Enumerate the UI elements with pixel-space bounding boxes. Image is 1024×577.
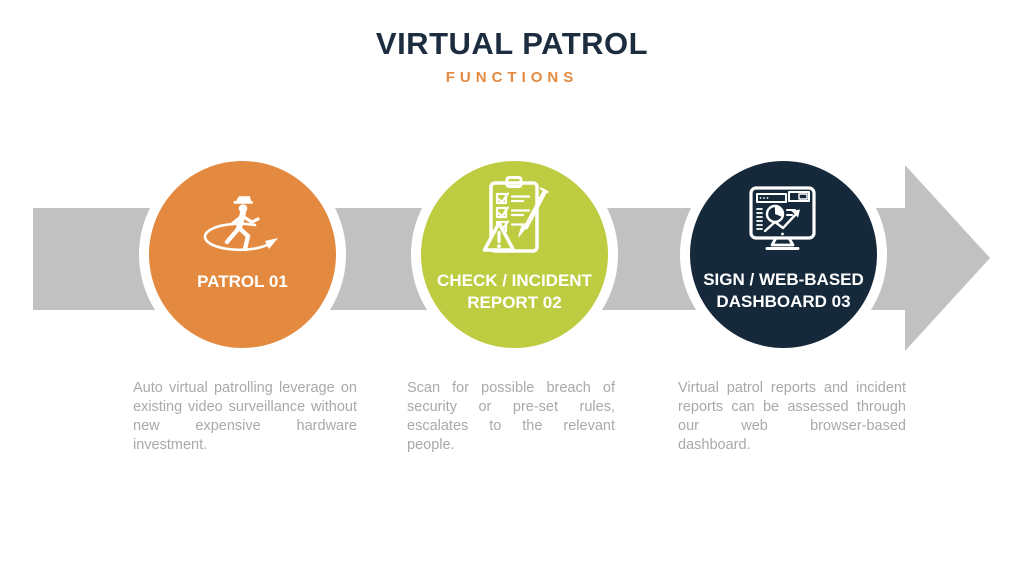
step-label-incident-report: CHECK / INCIDENT REPORT 02 xyxy=(437,270,592,314)
page-title: VIRTUAL PATROL xyxy=(375,26,649,61)
step-description-web-dashboard: Virtual patrol reports and incident repo… xyxy=(678,380,906,453)
step-label-line: DASHBOARD 03 xyxy=(716,292,851,311)
step-label-line: PATROL 01 xyxy=(197,272,288,291)
patrol-guard-icon xyxy=(195,191,291,263)
page-subtitle: FUNCTIONS xyxy=(445,69,579,86)
step-label-line: SIGN / WEB-BASED xyxy=(703,270,864,289)
step-circle-incident-report: CHECK / INCIDENT REPORT 02 xyxy=(421,161,608,348)
step-circle-web-dashboard: SIGN / WEB-BASED DASHBOARD 03 xyxy=(690,161,877,348)
header: VIRTUAL PATROL FUNCTIONS xyxy=(0,26,1024,86)
step-label-web-dashboard: SIGN / WEB-BASED DASHBOARD 03 xyxy=(703,269,864,313)
step-description-patrol: Auto virtual patrolling leverage on exis… xyxy=(133,380,357,453)
step-circle-patrol: PATROL 01 xyxy=(149,161,336,348)
step-description-incident-report: Scan for possible breach of security or … xyxy=(407,380,615,453)
process-arrow-head-icon xyxy=(905,165,990,351)
step-label-line: REPORT 02 xyxy=(467,293,562,312)
dashboard-monitor-icon xyxy=(740,183,828,261)
step-label-line: CHECK / INCIDENT xyxy=(437,271,592,290)
step-label-patrol: PATROL 01 xyxy=(197,271,288,293)
incident-checklist-icon xyxy=(471,174,559,262)
